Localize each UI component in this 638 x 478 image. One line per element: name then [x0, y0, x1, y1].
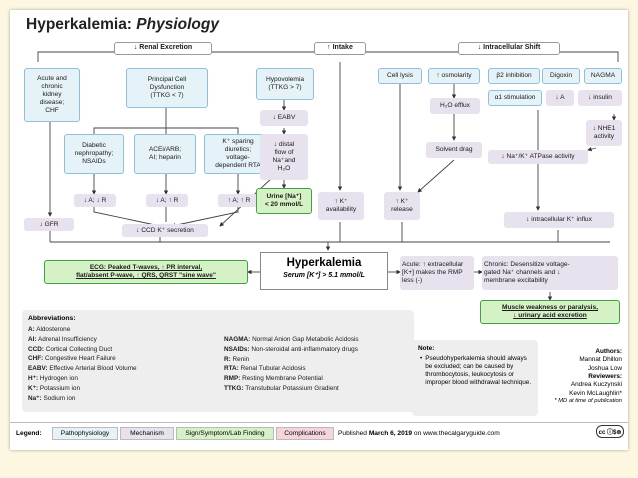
hyperkalemia-subtitle: Serum [K⁺] > 5.1 mmol/L [283, 272, 365, 279]
box-hyperkalemia: Hyperkalemia Serum [K⁺] > 5.1 mmol/L [260, 252, 388, 290]
legend-bar: Legend: Pathophysiology Mechanism Sign/S… [10, 422, 628, 443]
box-nagma: NAGMA [584, 68, 622, 84]
hyperkalemia-title: Hyperkalemia [286, 257, 362, 269]
legend-label: Legend: [16, 430, 42, 437]
bottom-collector [49, 222, 610, 243]
box-chronic-effect: Chronic: Desensitize voltage- gated Na⁺ … [482, 256, 618, 290]
abbreviation-item: R: Renin [224, 355, 250, 363]
box-muscle-weakness: Muscle weakness or paralysis, ↓ urinary … [480, 300, 620, 324]
abbreviation-item: AI: Adrenal Insufficiency [28, 335, 97, 343]
creative-commons-icon: cc ⓘ$⊜ [596, 425, 624, 438]
box-a1-stimulation: α1 stimulation [488, 90, 542, 106]
box-distal-flow: ↓ distal flow of Na⁺and H₂O [260, 134, 308, 180]
arrow-layer [37, 51, 619, 301]
abbreviation-list-right: NAGMA: Normal Anion Gap Metabolic Acidos… [224, 335, 359, 394]
abbreviation-item: RTA: Renal Tubular Acidosis [224, 365, 306, 373]
legend-mechanism: Mechanism [120, 427, 174, 440]
note-title: Note: [418, 345, 435, 352]
arrow-pcd-split [93, 108, 239, 134]
abbreviation-item: CCD: Cortical Collecting Duct [28, 345, 113, 353]
note-panel: Note: • Pseudohyperkalemia should always… [412, 340, 538, 416]
box-aldo-renin-1: ↓ A; ↓ R [74, 194, 116, 207]
note-item: • Pseudohyperkalemia should always be ex… [420, 355, 532, 387]
published-info: Published March 6, 2019 on www.thecalgar… [338, 430, 500, 437]
arrow-ar-ccd [93, 207, 239, 226]
diagram-title: Hyperkalemia: Physiology [26, 16, 219, 34]
box-nhe1-activity: ↓ NHE1 activity [586, 120, 622, 146]
box-decreased-gfr: ↓ GFR [24, 218, 74, 231]
author-name: Joshua Low [587, 364, 622, 372]
header-intracellular-shift: ↓ Intracellular Shift [458, 42, 560, 55]
bullet-icon: • [420, 355, 423, 362]
reviewer-name: Andrea Kuczynski [570, 381, 622, 389]
reviewers-label: Reviewers: [588, 372, 622, 380]
abbreviation-item: RMP: Resting Membrane Potential [224, 375, 323, 383]
authors-label: Authors: [595, 348, 622, 355]
box-urine-sodium: Urine [Na⁺] < 20 mmol/L [256, 188, 312, 214]
box-hypovolemia: Hypovolemia (TTKG > 7) [256, 68, 314, 100]
box-digoxin: Digoxin [542, 68, 580, 84]
abbreviation-item: H⁺: Hydrogen ion [28, 374, 78, 382]
box-decreased-insulin: ↓ insulin [578, 90, 622, 106]
abbreviation-item: TTKG: Transtubular Potassium Gradient [224, 384, 339, 392]
abbreviation-item: NAGMA: Normal Anion Gap Metabolic Acidos… [224, 336, 359, 343]
box-na-k-atpase: ↓ Na⁺/K⁺ ATPase activity [488, 150, 588, 164]
arrow-nhe1-nak [587, 146, 597, 152]
abbreviation-item: Na⁺: Sodium ion [28, 394, 76, 402]
header-intake: ↑ Intake [314, 42, 366, 55]
diagram-card: Hyperkalemia: Physiology [10, 10, 628, 450]
box-ckd-chf: Acute and chronic kidney disease; CHF [24, 68, 80, 122]
box-diabetic-nephropathy: Diabetic nephropathy; NSAIDs [64, 134, 124, 174]
box-ccd-k-secretion: ↓ CCD K⁺ secretion [122, 224, 208, 237]
box-b2-inhibition: β2 inhibition [488, 68, 540, 84]
box-solvent-drag: Solvent drag [426, 142, 482, 158]
abbreviations-title: Abbreviations: [28, 315, 76, 322]
note-text: Pseudohyperkalemia should always be excl… [425, 355, 532, 386]
reviewer-name: Kevin McLaughlin* [569, 389, 622, 397]
title-main: Hyperkalemia: [26, 16, 132, 33]
legend-complications: Complications [276, 427, 334, 440]
box-osmolarity: ↑ osmolarity [428, 68, 480, 84]
box-principal-cell-dysfunction: Principal Cell Dysfunction (TTKG < 7) [126, 68, 208, 108]
md-note: * MD at time of publication [554, 397, 622, 404]
box-intracellular-k-influx: ↓ intracellular K⁺ influx [504, 212, 614, 228]
box-acute-effect: Acute: ↑ extracellular [K+] makes the RM… [400, 256, 474, 290]
box-decreased-a: ↓ A [546, 90, 574, 106]
box-h2o-efflux: H₂O efflux [430, 98, 480, 114]
abbreviation-item: NSAIDs: Non-steroidal anti-inflammatory … [224, 345, 358, 353]
box-aldo-renin-3: ↑ A; ↑ R [218, 194, 260, 207]
abbreviation-item: CHF: Congestive Heart Failure [28, 355, 116, 363]
abbreviation-item: EABV: Effective Arterial Blood Volume [28, 365, 137, 373]
box-acei-arb: ACEi/ARB; AI; heparin [134, 134, 196, 174]
box-cell-lysis: Cell lysis [378, 68, 422, 84]
legend-sign-symptom: Sign/Symptom/Lab Finding [176, 427, 274, 440]
arrow-solvent-release [417, 159, 455, 193]
title-sub: Physiology [136, 16, 219, 33]
authors-block: Authors: Mannat Dhillon Joshua Low Revie… [540, 348, 622, 406]
abbreviation-item: K⁺: Potassium ion [28, 384, 81, 392]
box-ecg-findings: ECG: Peaked T-waves, ↑ PR interval, flat… [44, 260, 248, 284]
box-k-availability: ↑ K⁺ availability [318, 192, 364, 220]
author-name: Mannat Dhillon [579, 356, 622, 364]
abbreviation-list-left: A: Aldosterone AI: Adrenal Insufficiency… [28, 325, 137, 403]
legend-pathophysiology: Pathophysiology [52, 427, 118, 440]
box-aldo-renin-2: ↓ A; ↑ R [146, 194, 188, 207]
abbreviation-item: A: Aldosterone [28, 326, 71, 333]
header-renal-excretion: ↓ Renal Excretion [114, 42, 212, 55]
box-decreased-eabv: ↓ EABV [260, 110, 308, 126]
abbreviations-panel: Abbreviations: A: Aldosterone AI: Adrena… [22, 310, 414, 412]
box-k-release: ↑ K⁺ release [384, 192, 420, 220]
